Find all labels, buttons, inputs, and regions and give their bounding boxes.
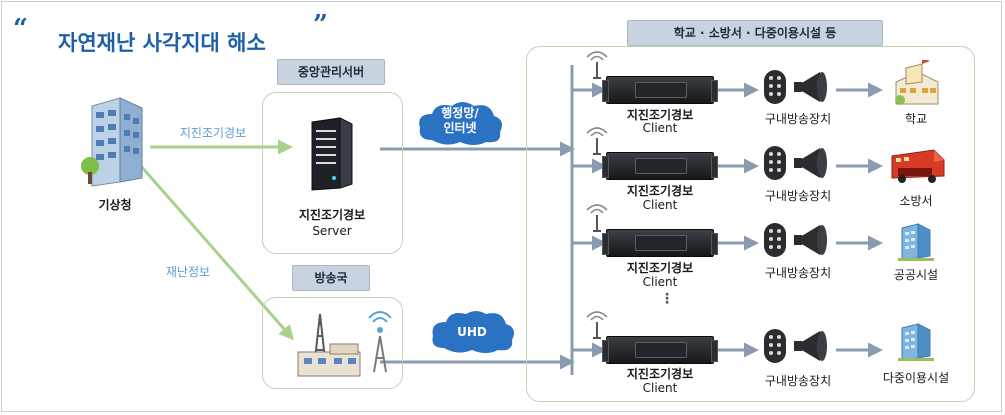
- facilities-tag: 학교 · 소방서 · 다중이용시설 등: [627, 20, 883, 46]
- earthquake-info-link-label: 지진조기경보: [179, 126, 247, 140]
- uhd-cloud-shape: [432, 311, 514, 353]
- client-label-line1: 지진조기경보: [626, 108, 694, 122]
- antenna-icon: [586, 127, 608, 155]
- device-feed-lines: [714, 82, 759, 358]
- admin-network-line1: 행정망/: [441, 106, 479, 120]
- facility-label-school: 학교: [904, 112, 928, 126]
- school-icon: [895, 60, 939, 105]
- pa-system-icon: [764, 70, 827, 104]
- facility-label-fire-station: 소방서: [899, 194, 933, 208]
- client-label-line2: Client: [642, 121, 678, 135]
- facility-label-multi-use: 다중이용시설: [882, 371, 950, 385]
- central-server-group: [262, 92, 403, 254]
- disaster-info-link-label: 재난정보: [165, 265, 211, 279]
- multi-use-building-icon: [898, 323, 934, 361]
- uhd-cloud: UHD: [428, 308, 516, 356]
- more-clients-ellipsis: ⋮: [660, 291, 674, 307]
- server-label-line1: 지진조기경보: [298, 208, 366, 222]
- broadcaster-tag: 방송국: [292, 265, 370, 291]
- uhd-label: UHD: [457, 325, 487, 339]
- pa-system-icon: [764, 329, 827, 363]
- admin-network-cloud: 행정망/ 인터넷: [414, 98, 506, 148]
- client-label-line2: Client: [642, 198, 678, 212]
- client-feed-lines: [572, 82, 607, 358]
- client-label-line2: Client: [642, 275, 678, 289]
- client-device-rack: [602, 152, 718, 180]
- central-server-tag: 중앙관리서버: [277, 59, 385, 85]
- pa-system-label: 구내방송장치: [764, 266, 832, 280]
- admin-network-line2: 인터넷: [443, 121, 477, 135]
- server-label-line2: Server: [312, 224, 352, 238]
- server-icon: [311, 117, 353, 191]
- pa-system-label: 구내방송장치: [764, 189, 832, 203]
- page-title: 자연재난 사각지대 해소: [58, 31, 266, 55]
- open-quote-mark: “: [13, 14, 28, 44]
- antenna-icon: [586, 311, 608, 339]
- client-label-line1: 지진조기경보: [626, 184, 694, 198]
- close-quote-mark: ”: [313, 10, 328, 40]
- public-building-icon: [898, 223, 934, 261]
- client-label-line1: 지진조기경보: [626, 367, 694, 381]
- fire-station-icon: [891, 149, 945, 183]
- client-device-rack: [602, 336, 718, 364]
- antenna-icon: [586, 204, 608, 232]
- facility-feed-lines: [836, 82, 883, 358]
- pa-system-icon: [764, 223, 827, 257]
- facilities-group: [526, 46, 975, 402]
- client-device-rack: [602, 76, 718, 104]
- broadcasting-station-icon: [297, 311, 392, 377]
- weather-agency-building-icon: [81, 97, 143, 187]
- antenna-icon: [586, 51, 608, 79]
- broadcaster-group: [262, 297, 403, 389]
- facility-label-public: 공공시설: [893, 268, 939, 282]
- pa-system-label: 구내방송장치: [764, 374, 832, 388]
- client-device-rack: [602, 229, 718, 257]
- client-label-line2: Client: [642, 381, 678, 395]
- pa-system-label: 구내방송장치: [764, 112, 832, 126]
- weather-agency-label: 기상청: [98, 198, 132, 212]
- admin-network-cloud-shape: [419, 102, 502, 145]
- client-label-line1: 지진조기경보: [626, 261, 694, 275]
- pa-system-icon: [764, 146, 827, 180]
